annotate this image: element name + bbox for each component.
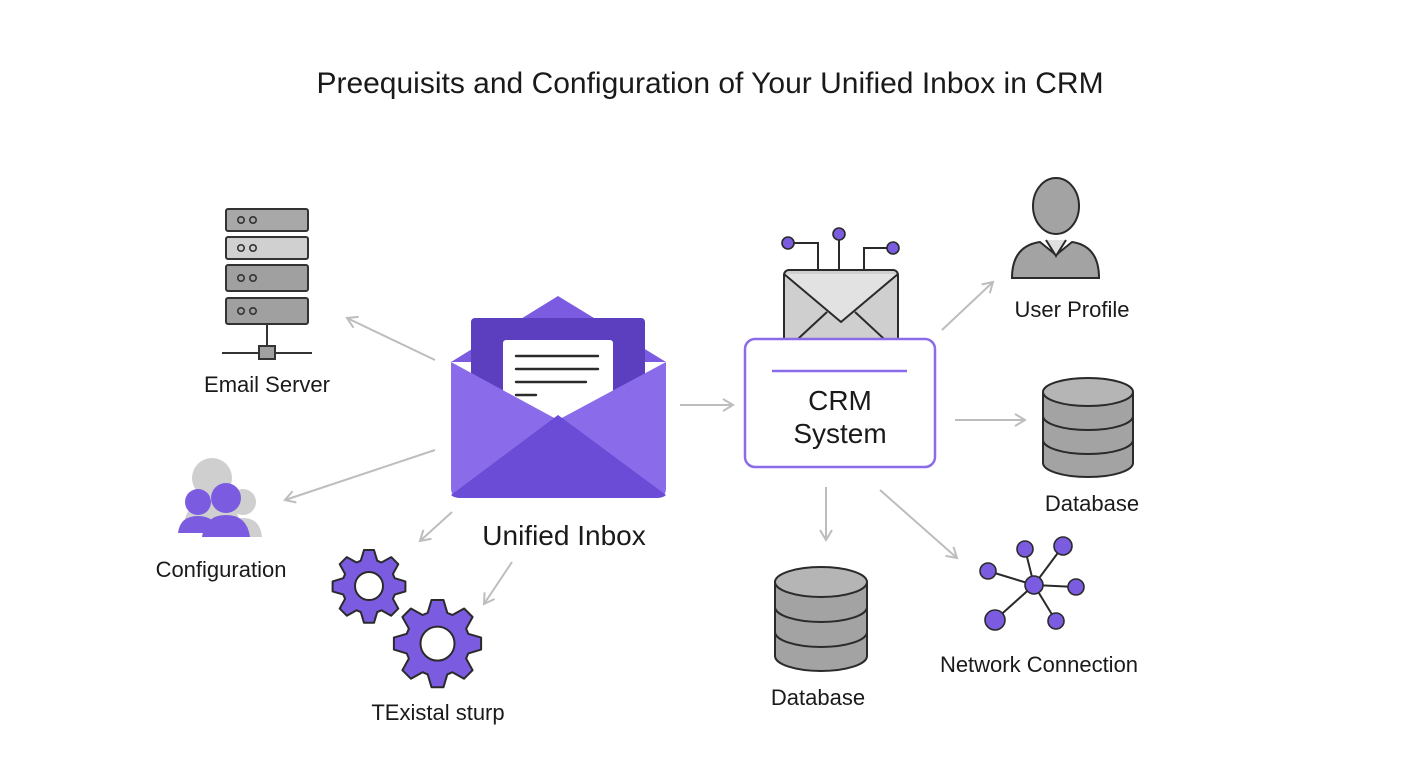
email-server-label: Email Server — [204, 372, 330, 397]
arrow-to-email-server — [345, 315, 436, 361]
network-icon — [979, 536, 1085, 631]
database-icon — [774, 566, 868, 672]
crm-node-dot — [886, 241, 900, 255]
user-profile-label: User Profile — [1015, 297, 1130, 322]
connectors — [283, 280, 1027, 606]
envelope-icon — [783, 269, 899, 353]
database-right-label: Database — [1045, 491, 1139, 516]
server-icon — [222, 208, 312, 360]
database-bottom-label: Database — [771, 685, 865, 710]
crm-system-label-line2: System — [793, 418, 886, 449]
unified-inbox-label: Unified Inbox — [482, 520, 645, 551]
network-connection-label: Network Connection — [940, 652, 1138, 677]
arrow-to-configuration — [283, 449, 436, 504]
gears-icon — [331, 549, 483, 689]
open-envelope-icon — [451, 296, 666, 498]
arrow-to-setup-1 — [418, 511, 453, 543]
gear-hole-small — [354, 571, 384, 601]
crm-node-dot — [781, 236, 795, 250]
gear-hole-large — [419, 625, 456, 662]
configuration-label: Configuration — [156, 557, 287, 582]
crm-system-label-line1: CRM — [808, 385, 872, 416]
user-icon — [1010, 177, 1101, 279]
database-icon — [1042, 377, 1134, 478]
arrow-to-network — [879, 489, 959, 560]
page-title: Preequisits and Configuration of Your Un… — [316, 67, 1103, 100]
setup-label: TExistal sturp — [371, 700, 504, 725]
users-icon — [178, 458, 262, 537]
arrow-to-user-profile — [941, 280, 995, 331]
crm-node-dot — [832, 227, 846, 241]
arrow-to-setup-2 — [482, 561, 513, 606]
